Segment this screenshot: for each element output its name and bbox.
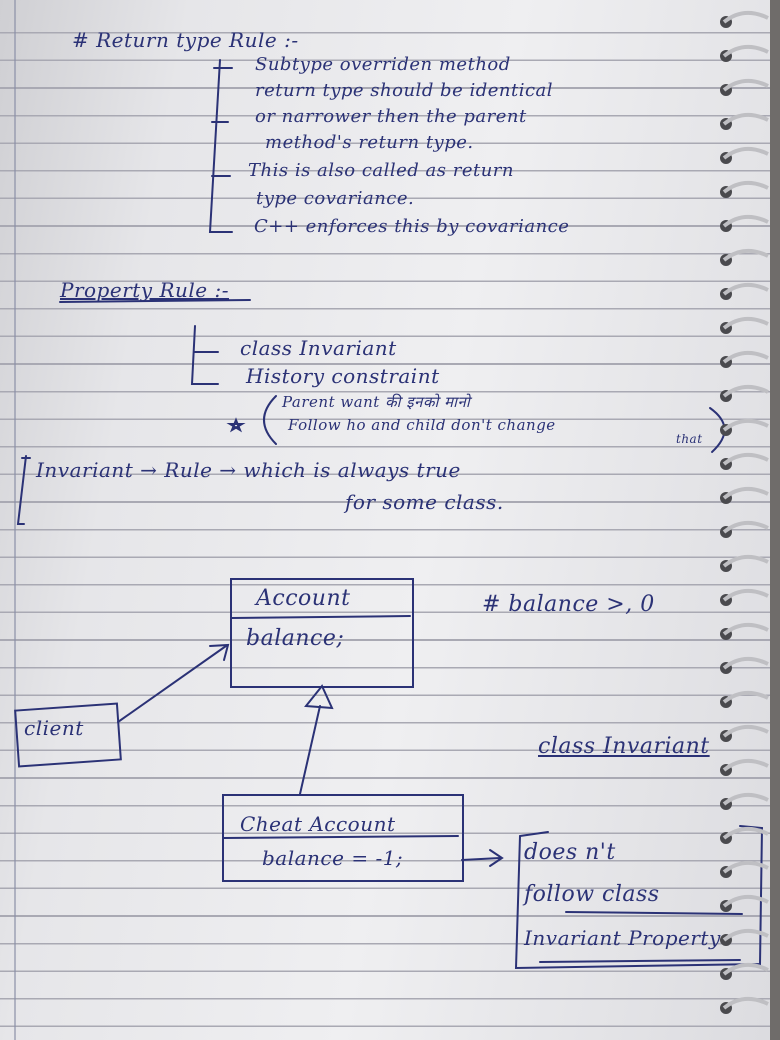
- binding-ring: [722, 418, 769, 432]
- class-invariant-label: class Invariant: [538, 734, 710, 759]
- binding-ring: [722, 146, 769, 160]
- binding-ring: [722, 214, 769, 228]
- binding-ring: [722, 350, 769, 364]
- margin-line: [14, 0, 16, 1040]
- invariant-bracket: [16, 455, 31, 525]
- cheat-account-title: Cheat Account: [240, 812, 396, 836]
- spiral-binding: [720, 10, 769, 1014]
- note-arrow: [461, 849, 504, 867]
- return-rule-line-3: or narrower then the parent: [255, 106, 527, 127]
- return-rule-line-4: method's return type.: [265, 132, 474, 153]
- invariant-definition-line-1: Invariant → Rule → which is always true: [36, 458, 461, 482]
- violation-note-line-2: follow class: [524, 882, 660, 907]
- binding-ring: [722, 588, 769, 602]
- binding-ring: [722, 996, 769, 1010]
- binding-ring: [722, 962, 769, 976]
- property-rule-heading: Property Rule :-: [60, 278, 229, 302]
- violation-note-line-3: Invariant Property: [524, 926, 721, 950]
- binding-ring: [722, 384, 769, 398]
- return-rule-bracket: [208, 59, 233, 233]
- return-rule-heading: # Return type Rule :-: [72, 28, 299, 52]
- binding-ring: [722, 622, 769, 636]
- return-rule-line-7: C++ enforces this by covariance: [254, 216, 570, 237]
- property-note-1: Parent want की इनको मानो: [282, 393, 471, 411]
- account-class-field: balance;: [246, 626, 345, 651]
- binding-ring: [722, 758, 769, 772]
- binding-ring: [722, 554, 769, 568]
- binding-ring: [722, 112, 769, 126]
- account-class-title: Account: [256, 586, 351, 611]
- client-label: client: [24, 716, 84, 740]
- binding-ring: [722, 690, 769, 704]
- binding-ring: [722, 724, 769, 738]
- binding-ring: [722, 520, 769, 534]
- invariant-definition-line-2: for some class.: [345, 490, 504, 514]
- binding-ring: [722, 826, 769, 840]
- binding-ring: [722, 180, 769, 194]
- binding-ring: [722, 792, 769, 806]
- binding-ring: [722, 282, 769, 296]
- binding-ring: [722, 78, 769, 92]
- property-item-history-constraint: History constraint: [246, 364, 440, 388]
- return-rule-line-2: return type should be identical: [255, 80, 554, 101]
- binding-ring: [722, 248, 769, 262]
- binding-ring: [722, 10, 769, 24]
- binding-ring: [722, 452, 769, 466]
- binding-ring: [722, 44, 769, 58]
- property-note-2: Follow ho and child don't change: [288, 416, 556, 434]
- inheritance-line: [299, 705, 321, 795]
- note-bracket: [514, 825, 764, 970]
- association-arrow: [117, 645, 227, 723]
- binding-ring: [722, 860, 769, 874]
- property-bracket: [190, 325, 219, 385]
- binding-ring: [722, 928, 769, 942]
- inheritance-arrowhead: [304, 684, 334, 710]
- property-item-class-invariant: class Invariant: [240, 336, 397, 360]
- binding-ring: [722, 316, 769, 330]
- property-note-3: that: [676, 432, 703, 446]
- binding-ring: [722, 486, 769, 500]
- binding-ring: [722, 656, 769, 670]
- violation-note-line-1: does n't: [524, 840, 616, 865]
- return-rule-line-6: type covariance.: [256, 188, 415, 209]
- cheat-account-field: balance = -1;: [262, 846, 404, 870]
- balance-invariant-note: # balance >, 0: [482, 592, 655, 617]
- return-rule-line-5: This is also called as return: [248, 160, 515, 181]
- return-rule-line-1: Subtype overriden method: [255, 54, 511, 75]
- binding-ring: [722, 894, 769, 908]
